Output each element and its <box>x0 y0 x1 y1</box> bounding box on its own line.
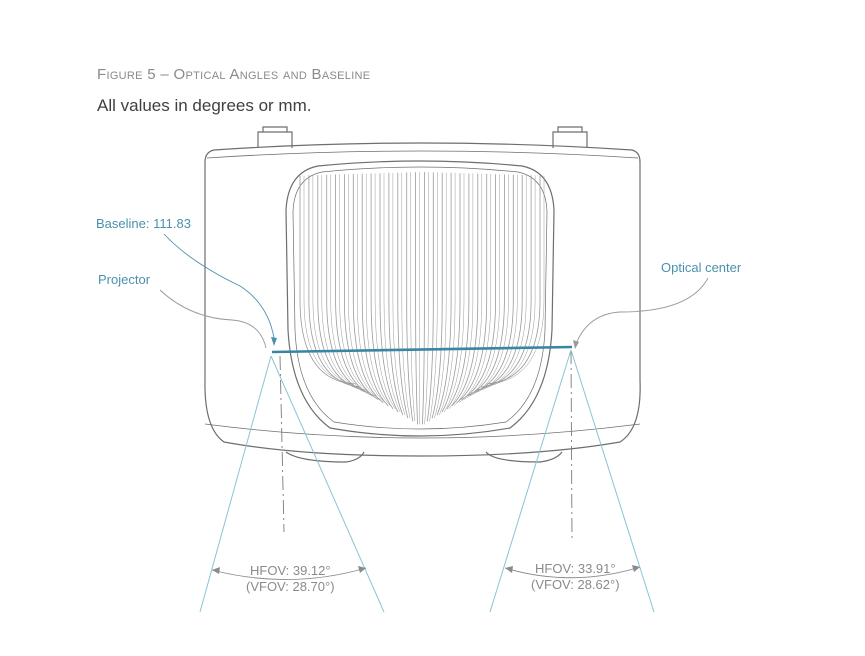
fov-rays <box>199 349 655 613</box>
grille-slat-edge <box>365 173 391 406</box>
grille-slat <box>426 172 434 422</box>
right-fov-arc <box>504 566 641 579</box>
optical-center-leader <box>575 277 709 345</box>
left-fov-arc-arrow-right <box>358 566 366 573</box>
right-mount-tab <box>552 131 588 148</box>
right-hfov-label: HFOV: 33.91° <box>535 561 616 576</box>
grille-slat <box>397 172 409 419</box>
grille-slat <box>481 175 532 388</box>
grille-slat-edge <box>434 172 447 419</box>
grille-slat <box>466 174 505 397</box>
grille-slat <box>415 172 418 425</box>
leader-lines <box>159 233 709 349</box>
units-note: All values in degrees or mm. <box>97 96 312 115</box>
grille-outline-inner <box>292 166 548 430</box>
left-mount-tab-inner <box>262 126 288 132</box>
grille-slat-edge <box>330 174 371 394</box>
grille-slat <box>451 173 479 407</box>
grille-slat <box>441 173 461 413</box>
projector-label: Projector <box>98 272 151 287</box>
optical-axes <box>279 349 573 541</box>
grille-slat-edge <box>439 172 456 416</box>
grille-slat <box>406 172 414 422</box>
grille-slat <box>446 173 470 410</box>
grille-slat <box>431 172 443 419</box>
grille-slat-edge <box>401 172 411 419</box>
right-foot <box>485 451 563 463</box>
figure-caption: Figure 5 – Optical Angles and Baseline <box>97 66 371 83</box>
left-fov-arc <box>211 567 367 580</box>
right-fov-ray-right <box>570 349 655 613</box>
baseline-label: Baseline: 111.83 <box>96 216 191 231</box>
right-mount-tab-inner <box>557 126 583 132</box>
grille-slat <box>422 172 425 425</box>
left-optical-axis <box>279 355 285 533</box>
grille-slat <box>476 175 523 391</box>
grille-slat <box>361 173 389 407</box>
grille-slat-edge <box>374 173 396 410</box>
grille-slat <box>335 174 374 397</box>
grille-slat <box>317 175 364 391</box>
grille-slat <box>326 174 369 394</box>
grille-outline <box>285 160 555 437</box>
right-fov-ray-left <box>489 349 572 613</box>
grille-slat <box>485 175 541 385</box>
grille-slat-edge <box>312 175 362 388</box>
optical-center-label: Optical center <box>661 260 742 275</box>
left-fov-ray-right <box>270 355 385 613</box>
left-vfov-label: (VFOV: 28.70°) <box>246 579 335 594</box>
grille-slat-edge <box>383 173 401 413</box>
right-vfov-label: (VFOV: 28.62°) <box>531 577 620 592</box>
grille-slat <box>436 172 452 416</box>
grille-slat <box>379 173 399 413</box>
grille-slat-edge <box>468 174 509 397</box>
right-fov-arc-arrow-left <box>505 566 513 573</box>
grille-slat-edge <box>410 172 416 422</box>
optical-center-leader-arrow <box>573 340 579 349</box>
grille-slat-edge <box>453 173 483 406</box>
grille-slat <box>388 172 404 416</box>
device-outline <box>204 142 641 457</box>
grille-slats <box>299 172 545 425</box>
grille-slat <box>370 173 394 410</box>
grille-slat-edge <box>443 173 465 413</box>
grille-slat <box>456 174 488 404</box>
right-fov-arc-arrow-right <box>632 565 640 572</box>
grille-slat <box>344 174 379 400</box>
device-top-lip <box>206 150 639 159</box>
baseline-line <box>271 345 573 354</box>
left-fov-ray-left <box>199 355 272 613</box>
grille-slat-edge <box>448 173 474 410</box>
device-bottom-band <box>204 423 641 439</box>
grille-slat-edge <box>321 175 367 391</box>
grille-slat-edge <box>478 175 527 391</box>
right-optical-axis <box>570 349 573 541</box>
grille-slat-edge <box>392 172 406 416</box>
grille-slat-edge <box>483 175 536 388</box>
grille-slat-edge <box>429 172 438 422</box>
grille-slat <box>308 175 359 388</box>
device-body <box>204 126 641 463</box>
grille-slat-edge <box>348 174 381 400</box>
grille-slat-edge <box>424 172 429 425</box>
grille-slat <box>352 174 384 404</box>
left-foot <box>285 451 365 463</box>
fov-arcs <box>211 565 641 580</box>
left-hfov-label: HFOV: 39.12° <box>250 563 331 578</box>
grille-slat <box>461 174 496 400</box>
left-fov-arc-arrow-left <box>212 567 220 574</box>
grille-slat-edge <box>488 175 545 385</box>
grille-slat-edge <box>357 174 386 403</box>
baseline-leader-arrow <box>271 337 277 346</box>
baseline-leader <box>163 233 275 339</box>
left-mount-tab <box>257 131 293 148</box>
projector-leader <box>159 289 267 349</box>
